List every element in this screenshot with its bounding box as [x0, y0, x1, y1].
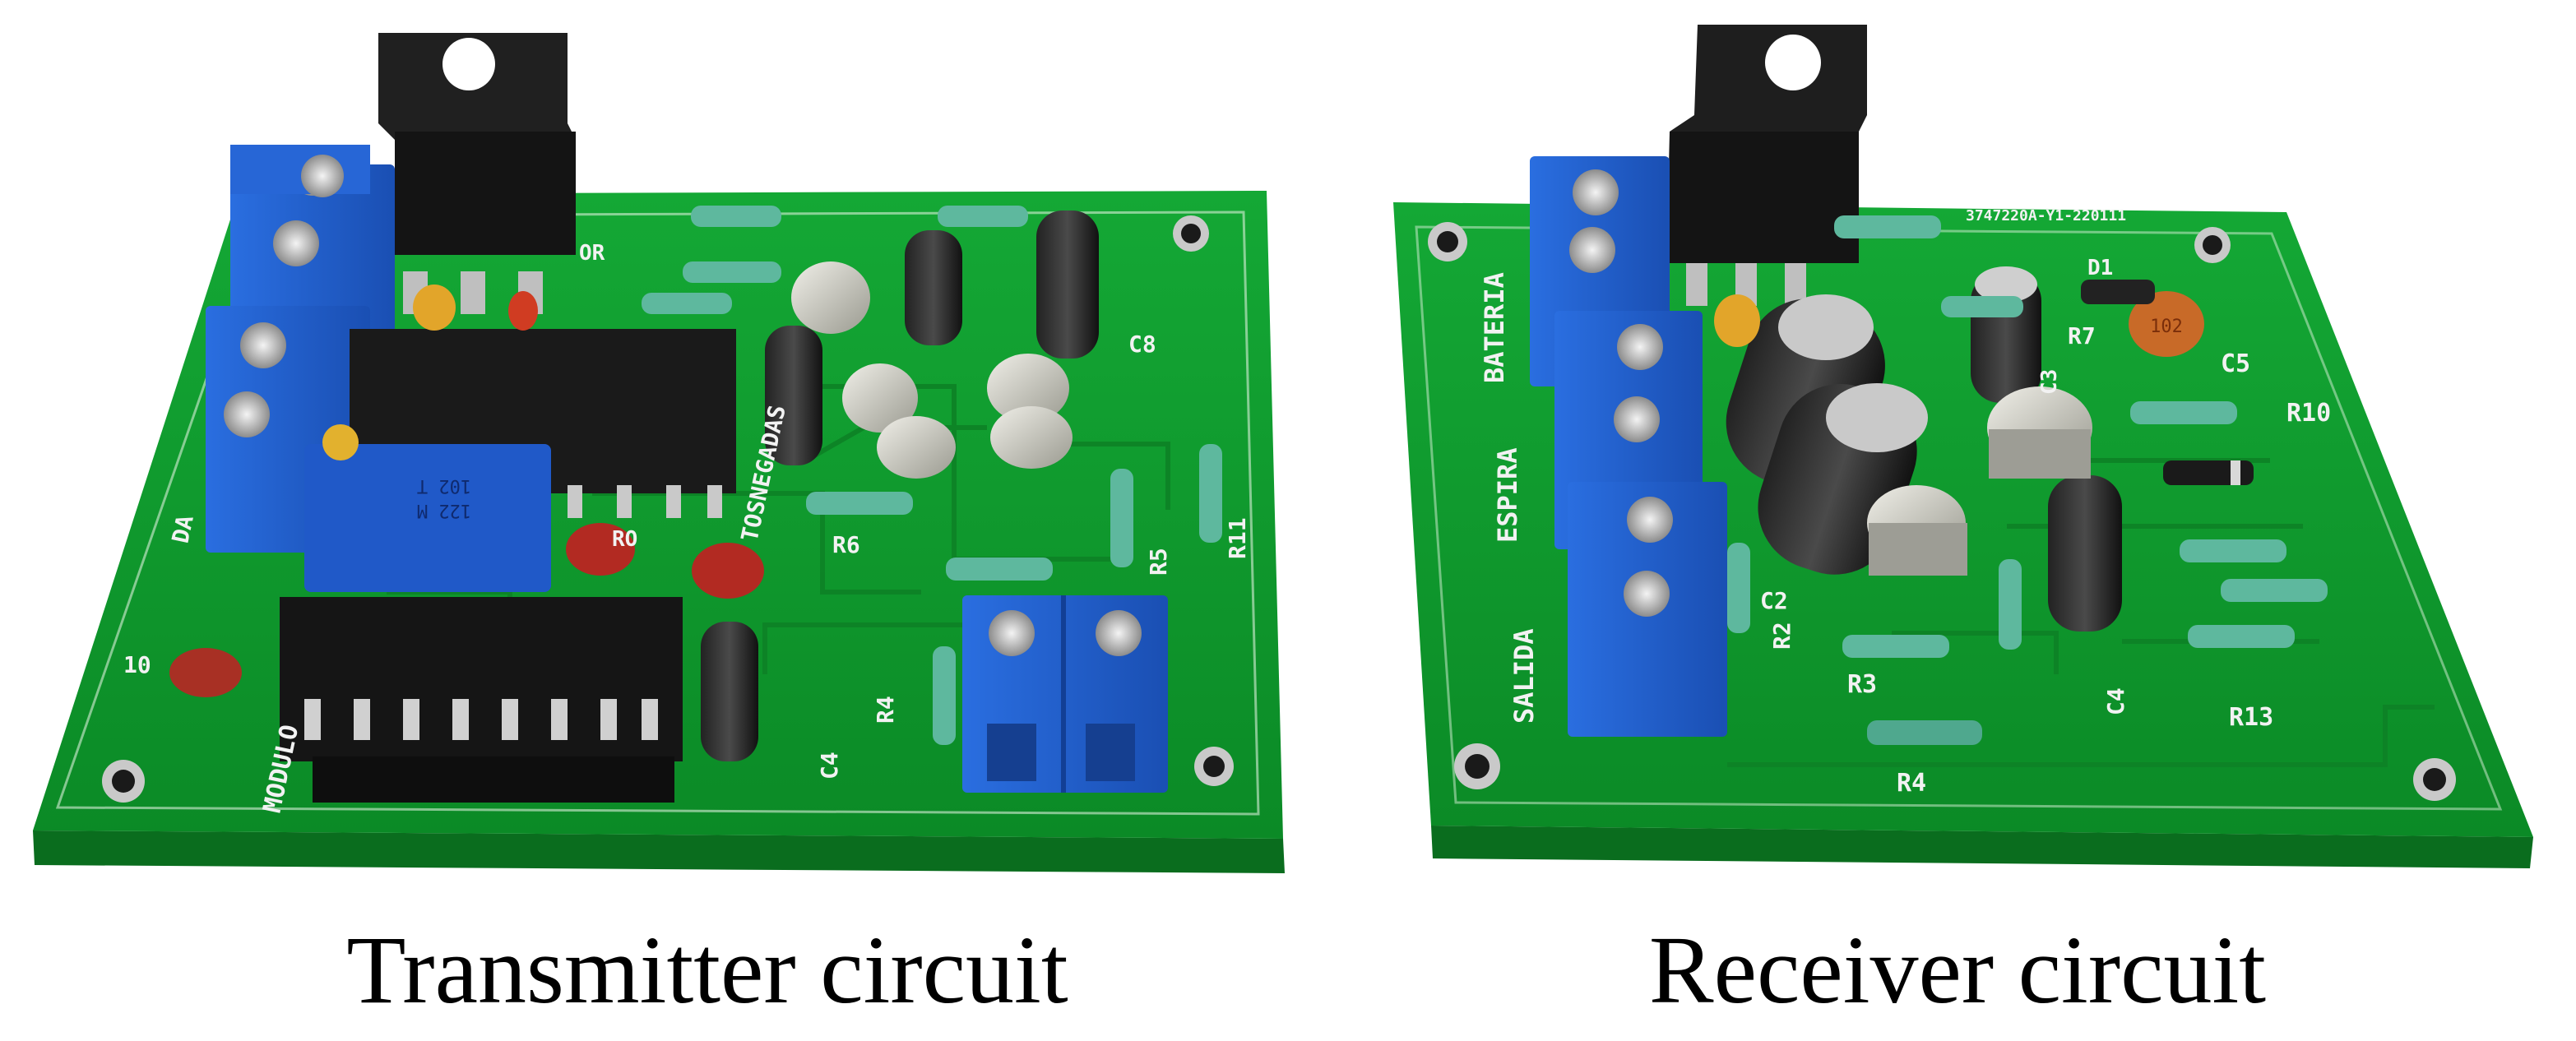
rx-label-board-id: 3747220A-Y1-220111: [1966, 207, 2126, 224]
rx-resistors: [1727, 215, 2328, 745]
tx-label-r6: R6: [832, 531, 860, 558]
tx-label-c8: C8: [1128, 331, 1156, 358]
tx-label-da: DA: [167, 512, 199, 545]
tx-ic-lower: [280, 597, 683, 803]
tx-transistors: [791, 261, 1073, 479]
rx-pcb-edge: [1431, 826, 2533, 868]
tx-label-r4: R4: [872, 696, 899, 724]
rx-label-salida: SALIDA: [1508, 628, 1540, 724]
transmitter-board: 102 T 122 M: [33, 33, 1285, 873]
rx-transistors: [1867, 386, 2092, 576]
tx-ceramic-capacitors: [169, 285, 764, 697]
rx-silkscreen: BATERIA ESPIRA SALIDA 3747220A-Y1-220111…: [1479, 207, 2331, 798]
rx-ceramic-capacitors: 102: [1714, 291, 2204, 357]
rx-label-r10: R10: [2286, 399, 2331, 428]
svg-text:102 T: 102 T: [417, 475, 471, 496]
rx-label-c2: C2: [1760, 587, 1788, 614]
rx-ceramic-cap-marking: 102: [2150, 317, 2183, 337]
tx-electrolytic-capacitors: [701, 211, 1099, 761]
rx-label-r4: R4: [1897, 769, 1926, 798]
rx-electrolytic-capacitors: [1726, 266, 2122, 632]
tx-voltage-regulator: [378, 33, 576, 314]
tx-label-ro: RO: [612, 527, 637, 552]
tx-label-or: OR: [579, 241, 605, 266]
tx-label-r5: R5: [1145, 548, 1172, 576]
rx-label-espira: ESPIRA: [1492, 447, 1523, 543]
tx-mounting-holes: [102, 215, 1234, 803]
rx-terminal-salida: [1568, 482, 1727, 737]
tx-resistors: [642, 206, 1222, 745]
transmitter-caption: Transmitter circuit: [346, 916, 1068, 1024]
tx-terminal-block-output: [962, 595, 1168, 793]
tx-label-c4: C4: [816, 752, 843, 780]
rx-label-bateria: BATERIA: [1479, 272, 1510, 383]
rx-label-c4: C4: [2102, 687, 2129, 715]
svg-text:122 M: 122 M: [417, 500, 471, 520]
rx-label-r2: R2: [1768, 622, 1795, 650]
rx-voltage-regulator: [1666, 25, 1867, 306]
rx-label-r7: R7: [2068, 322, 2096, 349]
rx-label-r3: R3: [1847, 670, 1877, 699]
tx-trimmer-potentiometer: 102 T 122 M: [304, 424, 551, 592]
tx-label-r11: R11: [1224, 517, 1251, 559]
rx-diodes: [2081, 280, 2254, 485]
receiver-board: 102 BATERIA ESPIRA SALIDA 3747: [1393, 25, 2533, 868]
rx-label-r13: R13: [2229, 703, 2273, 732]
rx-mounting-holes: [1428, 222, 2456, 801]
rx-label-d1: D1: [2087, 256, 2113, 280]
tx-label-10: 10: [123, 651, 151, 678]
receiver-caption: Receiver circuit: [1648, 916, 2267, 1024]
rx-label-c5: C5: [2221, 349, 2250, 378]
rx-label-c3: C3: [2037, 369, 2062, 395]
tx-pcb-edge: [33, 830, 1285, 873]
